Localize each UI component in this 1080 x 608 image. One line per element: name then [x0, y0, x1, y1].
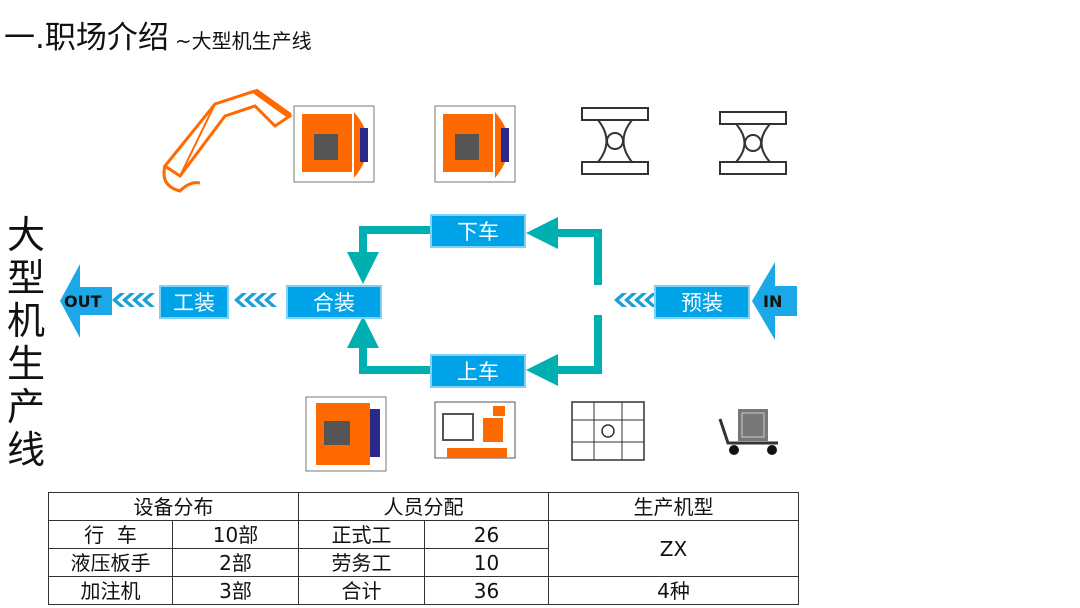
cell-eq-name: 行 车 — [48, 520, 173, 549]
side-title-char: 大 — [6, 213, 45, 257]
chevrons-hezhuang — [234, 293, 277, 307]
cell-eq-count: 3部 — [172, 576, 299, 605]
cell-st-name: 正式工 — [298, 520, 425, 549]
out-label: OUT — [64, 292, 102, 311]
frame-outline-icon — [571, 401, 645, 461]
title-main: 一.职场介绍 — [4, 20, 169, 56]
cell-st-name: 劳务工 — [298, 548, 425, 577]
header-models: 生产机型 — [548, 492, 799, 521]
node-gongzhuang: 工装 — [159, 285, 229, 319]
arrow-right-to-shangche — [526, 315, 602, 386]
chevrons-yuzhuang — [614, 293, 657, 307]
upper-body-icon — [434, 105, 516, 183]
lower-frame-icon — [719, 111, 787, 175]
flow-diagram — [60, 217, 797, 386]
cell-eq-count: 2部 — [172, 548, 299, 577]
node-shangche: 上车 — [430, 354, 526, 388]
node-yuzhuang: 预装 — [654, 285, 750, 319]
node-hezhuang: 合装 — [286, 285, 382, 319]
cell-model-name: ZX — [548, 520, 799, 577]
cell-eq-name: 液压板手 — [48, 548, 173, 577]
upper-frame-icon — [434, 401, 516, 459]
side-title-char: 生 — [6, 342, 45, 386]
cell-model-count: 4种 — [548, 576, 799, 605]
side-title: 大 型 机 生 产 线 — [4, 214, 48, 472]
side-title-char: 线 — [6, 428, 45, 472]
upper-body-icon — [305, 396, 387, 472]
lower-frame-icon — [581, 107, 649, 175]
chevrons-gongzhuang — [112, 293, 155, 307]
in-arrow — [752, 262, 797, 340]
header-equipment: 设备分布 — [48, 492, 299, 521]
excavator-arm-icon — [162, 88, 293, 193]
table-row: 加注机 3部 合计 36 4种 — [48, 576, 799, 605]
title-subtitle: ~大型机生产线 — [174, 29, 312, 53]
arrow-xiache-to-hezhuang — [347, 226, 430, 284]
cell-eq-name: 加注机 — [48, 576, 173, 605]
table-row: 行 车 10部 正式工 26 ZX — [48, 520, 799, 577]
cell-st-count: 26 — [424, 520, 549, 549]
cell-st-name: 合计 — [298, 576, 425, 605]
arrow-shangche-to-hezhuang — [347, 316, 430, 374]
upper-body-icon — [293, 105, 375, 183]
cell-st-count: 36 — [424, 576, 549, 605]
cart-icon — [718, 409, 778, 455]
cell-st-count: 10 — [424, 548, 549, 577]
page-title: 一.职场介绍~大型机生产线 — [4, 12, 312, 57]
side-title-char: 机 — [6, 299, 45, 343]
in-label: IN — [763, 292, 783, 311]
header-staff: 人员分配 — [298, 492, 549, 521]
table-header-row: 设备分布 人员分配 生产机型 — [48, 492, 799, 521]
side-title-char: 产 — [6, 385, 45, 429]
out-arrow — [60, 264, 112, 338]
arrow-right-to-xiache — [526, 217, 602, 285]
side-title-char: 型 — [6, 256, 45, 300]
cell-eq-count: 10部 — [172, 520, 299, 549]
node-xiache: 下车 — [430, 214, 526, 248]
table-row: 液压板手 2部 劳务工 10 — [48, 548, 799, 577]
info-table: 设备分布 人员分配 生产机型 行 车 10部 正式工 26 ZX 液压板手 2部… — [48, 492, 799, 605]
